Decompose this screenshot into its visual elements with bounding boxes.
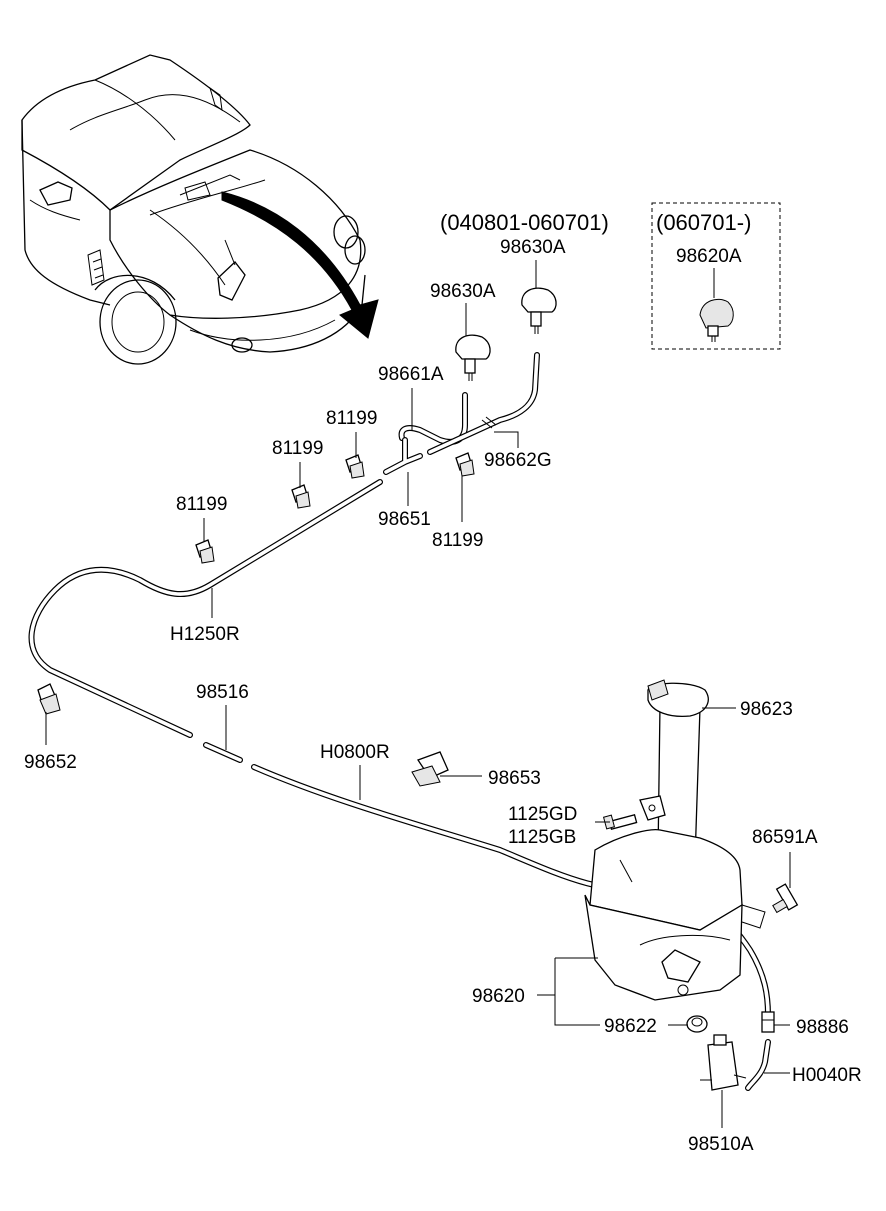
- label-H0040R: H0040R: [792, 1065, 862, 1086]
- hose-98661A: [398, 392, 468, 445]
- label-98651: 98651: [378, 509, 431, 530]
- label-H1250R: H1250R: [170, 624, 240, 645]
- nozzle-98630A-mid: [455, 334, 491, 381]
- label-98630A-mid: 98630A: [430, 281, 496, 302]
- range-label-a: (040801-060701): [440, 210, 609, 235]
- hose-H0040R: [745, 1039, 771, 1091]
- clip-98652: [37, 683, 61, 715]
- label-1125GD: 1125GD: [508, 804, 577, 825]
- label-98622: 98622: [604, 1016, 657, 1037]
- nozzle-98620A: [699, 298, 734, 342]
- label-98662G: 98662G: [484, 450, 552, 471]
- connector-98651: [383, 437, 423, 475]
- bolt-86591A: [772, 883, 799, 914]
- joint-98516: [203, 742, 243, 763]
- label-98630A-top: 98630A: [500, 237, 566, 258]
- clip-81199-b: [455, 452, 475, 477]
- label-98653: 98653: [488, 768, 541, 789]
- clip-81199-d: [195, 539, 215, 564]
- clip-81199-c: [291, 484, 311, 509]
- label-98620A: 98620A: [676, 246, 742, 267]
- variant-box: [651, 202, 781, 350]
- grommet-98622: [686, 1015, 708, 1033]
- label-98510A: 98510A: [688, 1134, 754, 1155]
- hose-98662G: [427, 352, 540, 455]
- label-H0800R: H0800R: [320, 742, 390, 763]
- clip-98653: [411, 751, 449, 787]
- label-98620: 98620: [472, 986, 525, 1007]
- leader-lines: [45, 260, 791, 1128]
- pump-98510A: [700, 1034, 747, 1091]
- label-81199-d: 81199: [432, 530, 483, 551]
- label-81199-c: 81199: [176, 494, 227, 515]
- connector-98886: [761, 1011, 775, 1033]
- label-81199-a: 81199: [326, 408, 377, 429]
- label-98886: 98886: [796, 1017, 849, 1038]
- label-98623: 98623: [740, 699, 793, 720]
- label-1125GB: 1125GB: [508, 827, 576, 848]
- car-illustration: [21, 54, 379, 365]
- clip-81199-a: [345, 454, 365, 479]
- reservoir-98620: [584, 679, 766, 1001]
- labels: (040801-060701) (060701-) 98630A 98630A …: [24, 210, 862, 1155]
- label-86591A: 86591A: [752, 827, 818, 848]
- label-98661A: 98661A: [378, 364, 444, 385]
- label-98516: 98516: [196, 682, 249, 703]
- label-81199-b: 81199: [272, 438, 323, 459]
- hose-H1250R: [28, 479, 383, 738]
- label-98652: 98652: [24, 752, 77, 773]
- nozzle-98630A-top: [521, 287, 557, 334]
- range-label-b: (060701-): [656, 210, 751, 235]
